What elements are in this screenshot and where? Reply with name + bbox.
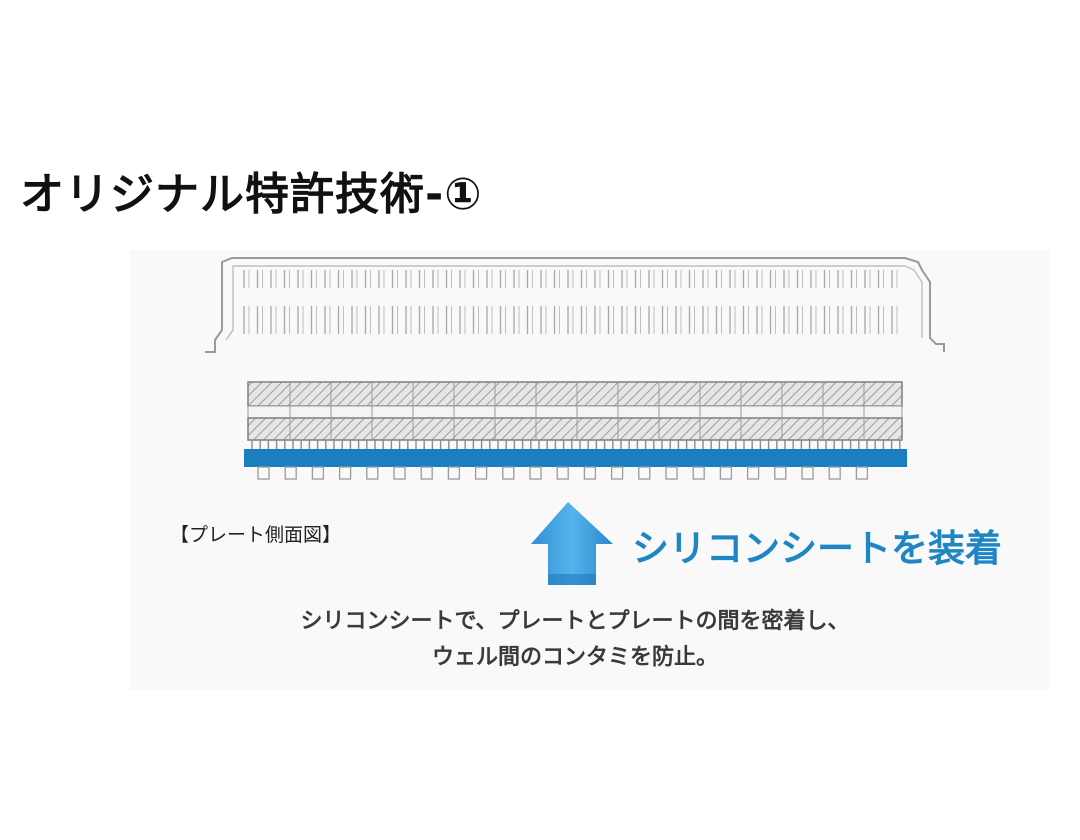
lower-hatched-plate (247, 417, 903, 441)
well-tooth (257, 466, 270, 480)
well-tooth (774, 466, 787, 480)
well-tooth (583, 466, 597, 480)
well-tooth (474, 466, 488, 480)
silicone-sheet (244, 449, 907, 467)
well-tooth (610, 466, 624, 480)
well-tooth (420, 466, 433, 480)
well-tooth (801, 466, 814, 480)
well-tooth (338, 466, 352, 480)
up-arrow-icon (531, 502, 613, 585)
well-tooth (692, 466, 705, 480)
description-line: シリコンシートで、プレートとプレートの間を密着し、 (300, 609, 850, 634)
description-line: ウェル間のコンタミを防止。 (431, 645, 718, 670)
well-tooth (719, 466, 733, 480)
well-tooth (665, 466, 678, 480)
page-title: オリジナル特許技術-① (20, 169, 483, 220)
well-tooth (393, 466, 406, 480)
well-tooth (311, 466, 325, 480)
well-tooth (638, 466, 651, 480)
top-plate-outline (205, 257, 945, 353)
diagram-caption: 【プレート側面図】 (170, 524, 342, 546)
well-tooth (502, 466, 515, 480)
upper-hatched-plate (247, 381, 903, 407)
top-plate (205, 257, 945, 353)
diagram-description: シリコンシートで、プレートとプレートの間を密着し、 ウェル間のコンタミを防止。 (180, 604, 970, 676)
top-plate-inner (225, 265, 923, 341)
plate-divider-lines (289, 382, 865, 440)
well-tooth (447, 466, 461, 480)
lower-plates (247, 381, 903, 449)
well-teeth-below-sheet (257, 466, 869, 480)
well-tooth (284, 466, 297, 480)
well-tooth (556, 466, 569, 480)
well-tooth (855, 466, 869, 480)
well-tooth (366, 466, 379, 480)
well-teeth-above-sheet (251, 440, 901, 449)
well-tooth (746, 466, 760, 480)
well-tooth (529, 466, 542, 480)
silicone-sheet-callout: シリコンシートを装着 (632, 527, 1002, 570)
top-plate-well-lines (243, 270, 898, 334)
well-tooth (828, 466, 841, 480)
